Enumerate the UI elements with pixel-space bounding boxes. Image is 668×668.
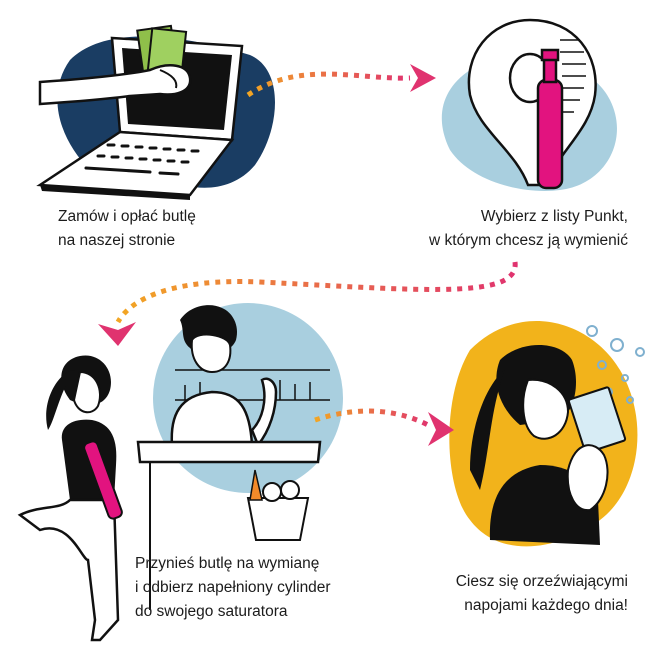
caption-line: i odbierz napełniony cylinder — [135, 579, 331, 596]
woman-drinking-illustration — [449, 321, 645, 547]
step-1-caption: Zamów i opłać butlę na naszej stronie — [58, 205, 196, 253]
chevron-right-icon — [428, 412, 454, 446]
step-3-caption: Przynieś butlę na wymianę i odbierz nape… — [135, 552, 331, 624]
caption-line: Wybierz z listy Punkt, — [480, 208, 628, 225]
co2-cylinder-icon — [536, 48, 564, 190]
produce-basket-icon — [246, 469, 310, 541]
caption-line: Ciesz się orzeźwiającymi — [455, 573, 628, 590]
arrow-step1-to-step2 — [246, 64, 436, 98]
laptop-payment-illustration — [36, 24, 275, 200]
counter-icon — [136, 440, 322, 464]
caption-line: do swojego saturatora — [135, 603, 288, 620]
caption-line: w którym chcesz ją wymienić — [429, 232, 628, 249]
chevron-right-icon — [410, 64, 436, 92]
step-2-caption: Wybierz z listy Punkt, w którym chcesz j… — [429, 205, 628, 253]
caption-line: napojami każdego dnia! — [464, 597, 628, 614]
step-4-caption: Ciesz się orzeźwiającymi napojami każdeg… — [456, 570, 628, 618]
chevron-down-icon — [98, 322, 136, 346]
hand-icon — [38, 64, 192, 106]
arrow-step3-to-step4 — [314, 408, 454, 446]
caption-line: Zamów i opłać butlę — [58, 208, 196, 225]
water-glass-icon — [567, 386, 627, 454]
caption-line: Przynieś butlę na wymianę — [135, 555, 320, 572]
shop-exchange-illustration — [17, 303, 343, 642]
map-pin-cylinder-illustration — [441, 18, 617, 191]
arrow-step2-to-step3 — [98, 261, 518, 346]
caption-line: na naszej stronie — [58, 232, 176, 249]
shopkeeper-icon — [170, 305, 278, 448]
woman-walking-icon — [17, 355, 123, 642]
lightblue-circle — [153, 303, 343, 493]
